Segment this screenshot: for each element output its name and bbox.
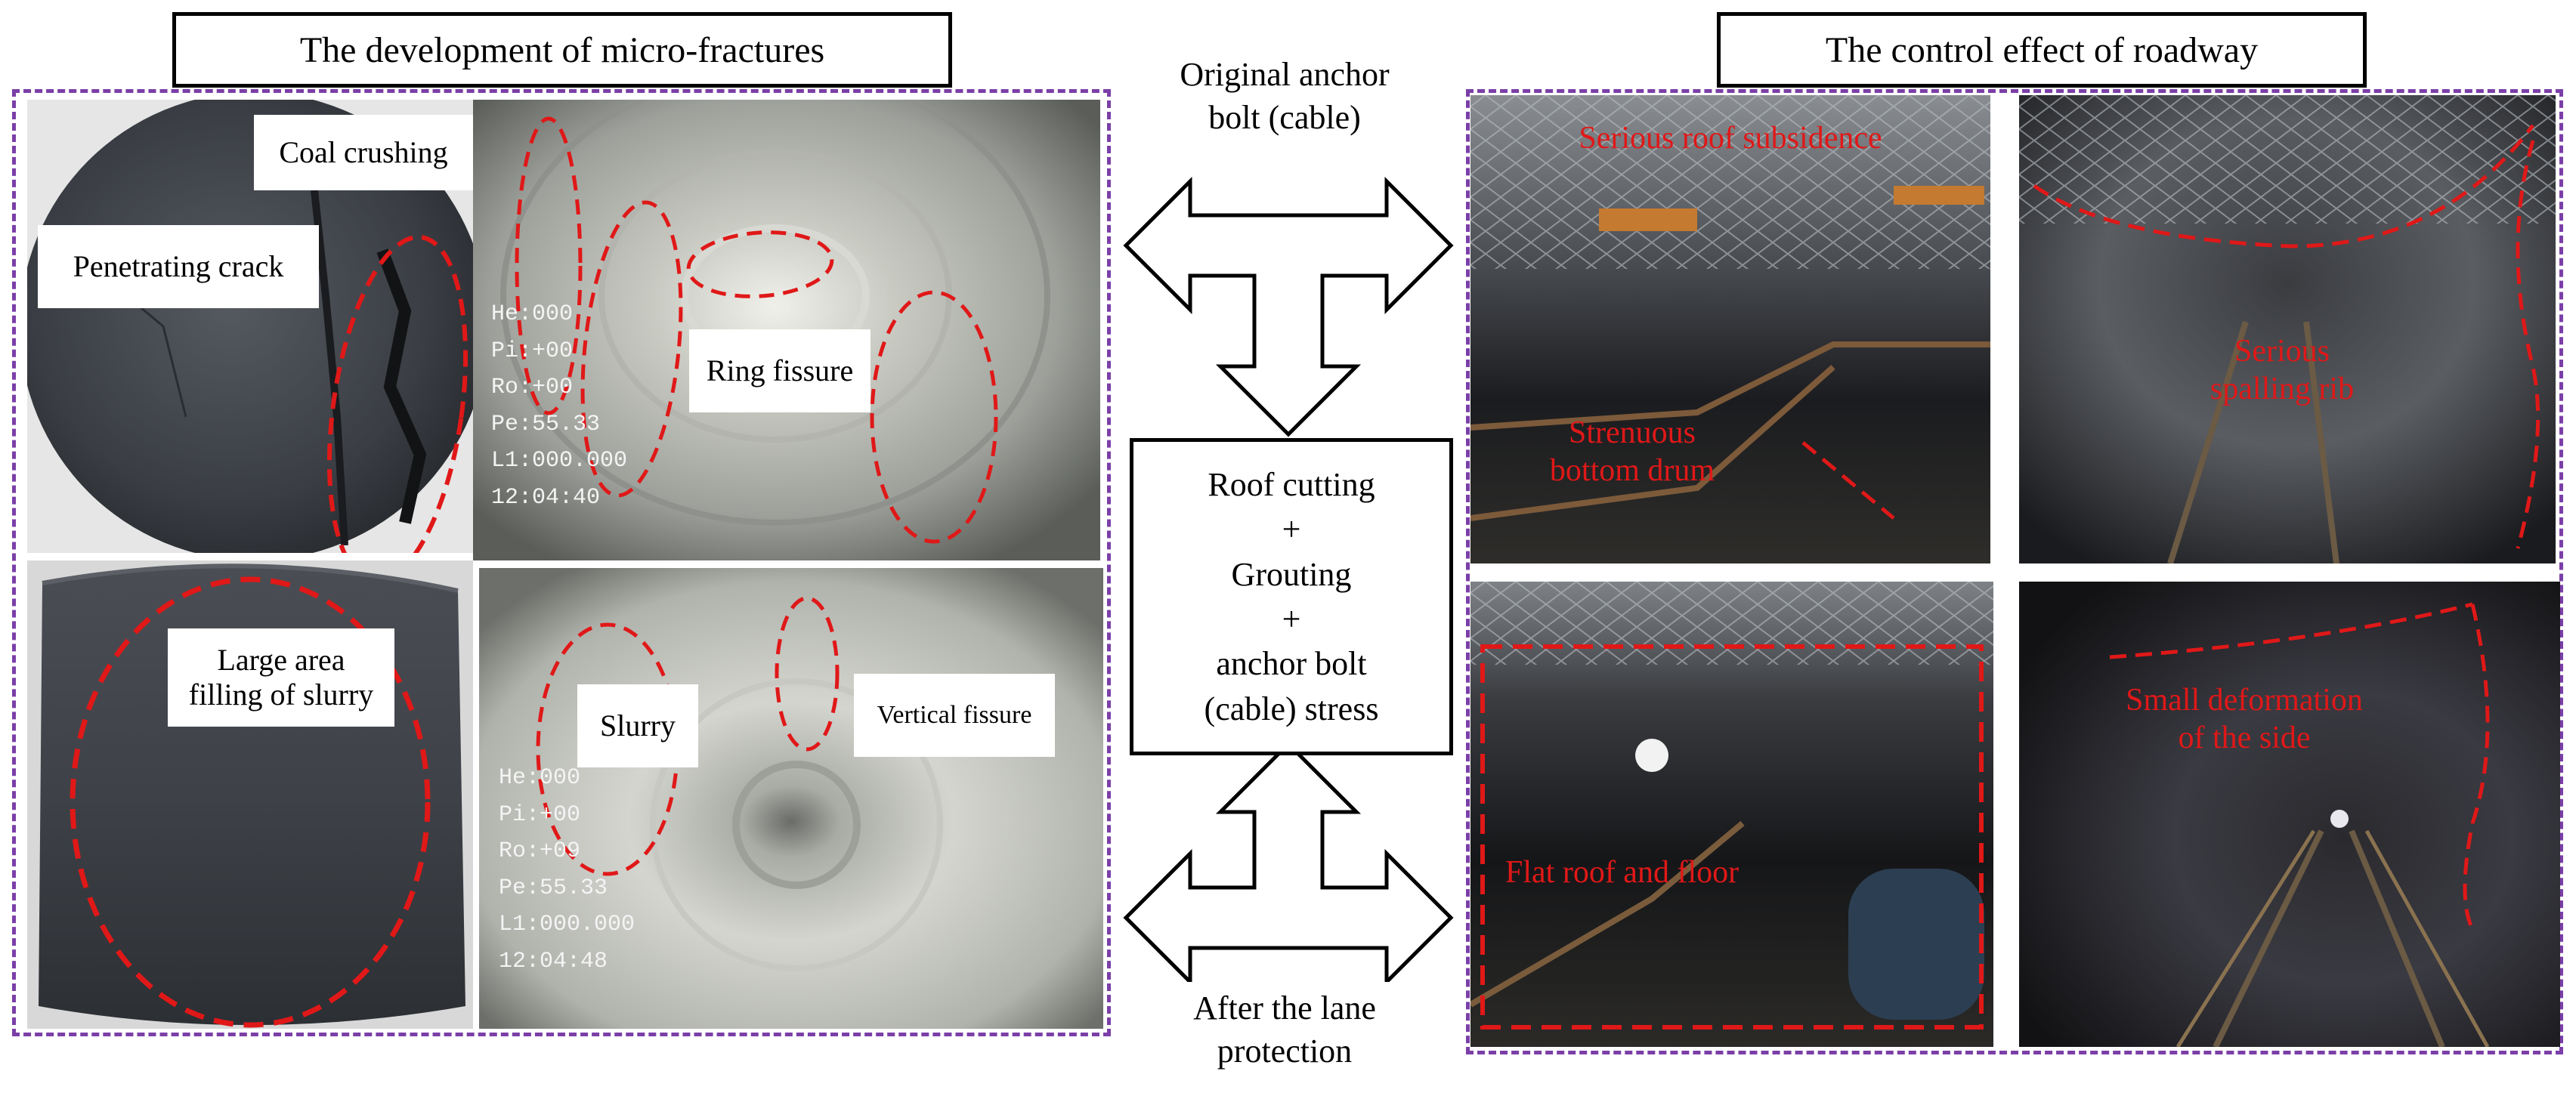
coal-sample-top-photo bbox=[27, 100, 473, 553]
original-support-text: Original anchor bolt (cable) bbox=[1180, 56, 1390, 137]
roadway-bl-graphic bbox=[1470, 582, 1993, 1047]
slurry-filling-label: Large area filling of slurry bbox=[168, 628, 394, 727]
roadway-photo-br bbox=[2019, 582, 2560, 1047]
slurry-label: Slurry bbox=[577, 684, 698, 767]
borehole-top-graphic bbox=[473, 100, 1100, 560]
right-panel-title: The control effect of roadway bbox=[1717, 12, 2367, 88]
roadway-photo-bl bbox=[1470, 582, 1993, 1047]
coal-crushing-label: Coal crushing bbox=[254, 115, 473, 190]
roadway-br-graphic bbox=[2019, 582, 2560, 1047]
bottom-drum-label: Strenuous bottom drum bbox=[1549, 415, 1715, 489]
flat-roof-floor-label: Flat roof and floor bbox=[1505, 855, 1739, 890]
borehole-bottom-photo bbox=[479, 568, 1103, 1029]
ring-fissure-label: Ring fissure bbox=[689, 329, 871, 412]
left-panel-title: The development of micro-fractures bbox=[172, 12, 952, 88]
roof-subsidence-label: Serious roof subsidence bbox=[1579, 121, 1882, 156]
right-panel-frame bbox=[1466, 89, 2563, 1054]
roadway-photo-tr bbox=[2019, 95, 2556, 563]
method-box: Roof cutting + Grouting + anchor bolt (c… bbox=[1130, 438, 1453, 755]
center-arrows-graphic bbox=[1123, 176, 1454, 982]
roadway-tl-graphic bbox=[1470, 95, 1990, 563]
after-protection-text: After the lane protection bbox=[1193, 989, 1376, 1070]
roadway-tr-graphic bbox=[2019, 95, 2556, 563]
coal-sample-top-graphic bbox=[27, 100, 473, 553]
penetrating-crack-label: Penetrating crack bbox=[38, 225, 319, 308]
left-panel-frame bbox=[12, 89, 1111, 1036]
vertical-fissure-label: Vertical fissure bbox=[854, 674, 1055, 757]
small-deformation-label: Small deformation of the side bbox=[2126, 683, 2363, 756]
roadway-photo-tl bbox=[1470, 95, 1990, 563]
bottom-double-arrow bbox=[1123, 741, 1454, 982]
top-double-arrow bbox=[1123, 176, 1454, 437]
spalling-rib-label: Serious spalling rib bbox=[2210, 334, 2355, 407]
